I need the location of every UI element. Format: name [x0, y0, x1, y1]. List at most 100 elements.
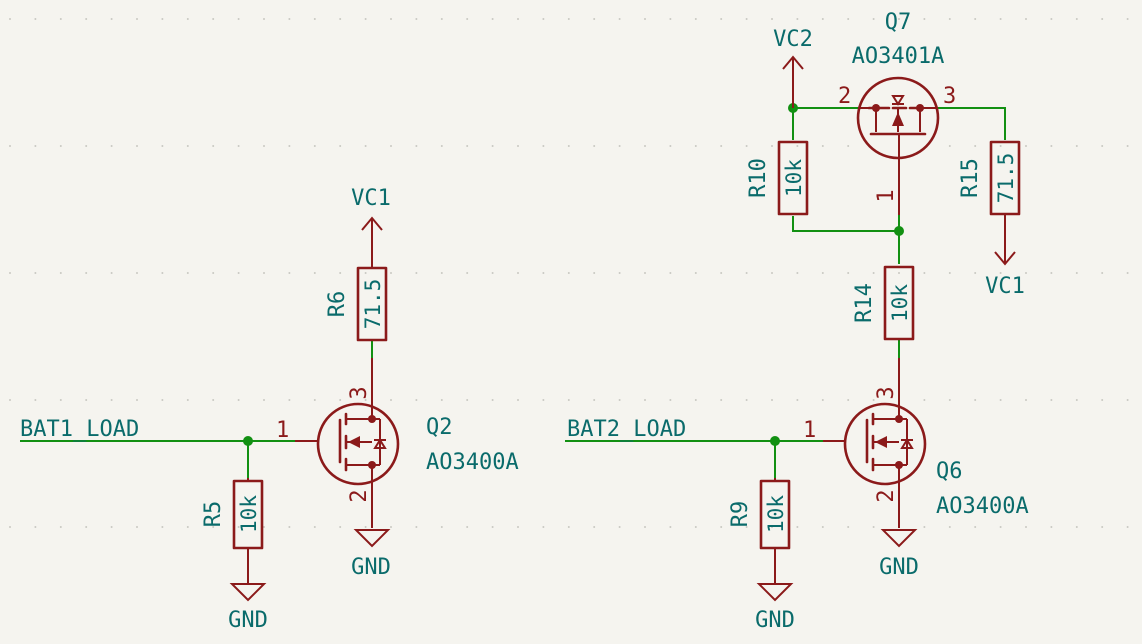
resistor-r10[interactable]: 10k R10 — [746, 140, 809, 216]
grid-dot — [466, 145, 469, 147]
q7-pin-gate: 1 — [874, 189, 899, 202]
grid-dot — [186, 18, 189, 20]
grid-dot — [796, 272, 799, 274]
resistor-r6[interactable]: 71.5 R6 — [325, 266, 388, 342]
grid-dot — [212, 526, 215, 528]
grid-dot — [263, 272, 265, 274]
grid-dot — [1025, 145, 1027, 147]
q2-pin-source: 2 — [347, 489, 372, 502]
grid-dot — [186, 145, 189, 147]
grid-dot — [1101, 145, 1104, 147]
grid-dot — [59, 272, 62, 274]
mosfet-q6[interactable]: 1 3 2 Q6 AO3400A — [803, 358, 1029, 528]
vc1-label: VC1 — [351, 186, 391, 211]
grid-dot — [567, 18, 570, 20]
grid-dot — [34, 399, 37, 401]
background-grid — [9, 18, 1129, 528]
grid-dot — [390, 272, 392, 274]
grid-dot — [161, 272, 164, 274]
grid-dot — [1050, 272, 1053, 274]
grid-dot — [263, 399, 265, 401]
grid-dot — [999, 272, 1002, 274]
grid-dot — [85, 18, 88, 20]
grid-dot — [669, 145, 672, 147]
grid-dot — [1126, 18, 1129, 20]
grid-dot — [771, 145, 773, 147]
grid-dot — [440, 145, 443, 147]
grid-dot — [237, 526, 240, 528]
q6-pin-source: 2 — [874, 489, 899, 502]
gnd-label: GND — [228, 608, 268, 633]
resistor-r9[interactable]: 10k R9 — [728, 478, 791, 583]
grid-dot — [644, 399, 646, 401]
grid-dot — [542, 272, 545, 274]
r14-value: 10k — [888, 284, 912, 322]
grid-dot — [161, 399, 164, 401]
grid-dot — [288, 18, 291, 20]
grid-dot — [161, 145, 164, 147]
grid-dot — [720, 526, 723, 528]
grid-dot — [669, 399, 672, 401]
r9-reference: R9 — [728, 501, 753, 528]
q2-pin-drain: 3 — [347, 386, 372, 399]
q7-pin-source: 2 — [838, 84, 851, 109]
grid-dot — [694, 145, 697, 147]
grid-dot — [644, 18, 646, 20]
grid-dot — [694, 526, 697, 528]
grid-dot — [85, 272, 88, 274]
grid-dot — [59, 399, 62, 401]
grid-dot — [237, 145, 240, 147]
grid-dot — [390, 399, 392, 401]
grid-dot — [288, 526, 291, 528]
grid-dot — [567, 272, 570, 274]
grid-dot — [644, 145, 646, 147]
grid-dot — [390, 18, 392, 20]
wires-left — [20, 341, 373, 478]
grid-dot — [745, 272, 748, 274]
grid-dot — [771, 18, 773, 20]
mosfet-q2[interactable]: 1 3 2 Q2 AO3400A — [276, 358, 519, 528]
grid-dot — [898, 18, 900, 20]
grid-dot — [110, 18, 113, 20]
grid-dot — [390, 145, 392, 147]
grid-dot — [415, 526, 418, 528]
mosfet-q7[interactable]: 2 3 1 Q7 AO3401A — [838, 10, 956, 215]
grid-dot — [644, 272, 646, 274]
q2-pin-gate: 1 — [276, 418, 289, 443]
net-label-bat1-load: BAT1_LOAD — [20, 417, 139, 442]
grid-dot — [9, 399, 11, 401]
grid-dot — [542, 18, 545, 20]
grid-dot — [1025, 272, 1027, 274]
grid-dot — [796, 526, 799, 528]
grid-dot — [720, 18, 723, 20]
grid-dot — [237, 272, 240, 274]
grid-dot — [440, 399, 443, 401]
grid-dot — [847, 18, 850, 20]
grid-dot — [339, 272, 342, 274]
grid-dot — [618, 399, 621, 401]
grid-dot — [136, 145, 138, 147]
grid-dot — [110, 399, 113, 401]
grid-dot — [948, 18, 951, 20]
resistor-r5[interactable]: 10k R5 — [201, 478, 264, 583]
grid-dot — [339, 526, 342, 528]
grid-dot — [1126, 272, 1129, 274]
grid-dot — [720, 145, 723, 147]
ground-symbol-q6: GND — [879, 529, 919, 580]
grid-dot — [415, 272, 418, 274]
grid-dot — [948, 272, 951, 274]
grid-dot — [9, 145, 11, 147]
grid-dot — [796, 399, 799, 401]
junction-dot — [894, 226, 904, 236]
grid-dot — [1025, 526, 1027, 528]
resistor-r14[interactable]: 10k R14 — [852, 265, 915, 341]
r6-value: 71.5 — [361, 279, 385, 330]
resistor-r15[interactable]: 71.5 R15 — [958, 140, 1021, 216]
grid-dot — [948, 399, 951, 401]
gnd-label: GND — [755, 608, 795, 633]
grid-dot — [491, 272, 494, 274]
grid-dot — [212, 18, 215, 20]
grid-dot — [999, 399, 1002, 401]
grid-dot — [186, 526, 189, 528]
